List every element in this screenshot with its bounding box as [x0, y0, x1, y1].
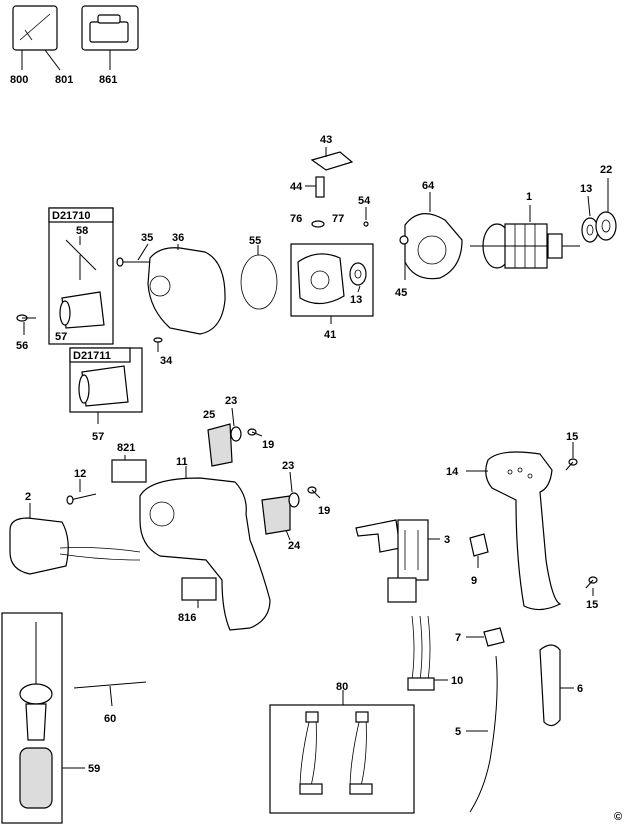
part-24 — [261, 495, 291, 535]
label-5: 5 — [455, 726, 461, 738]
box-label-d21711: D21711 — [73, 350, 111, 362]
part-34-screw — [153, 337, 163, 352]
part-2-field — [9, 517, 141, 575]
label-57-kit1: 57 — [55, 331, 67, 343]
part-861-case-box — [81, 5, 139, 51]
label-43: 43 — [320, 134, 332, 146]
label-22: 22 — [600, 164, 612, 176]
label-35: 35 — [141, 232, 153, 244]
label-80: 80 — [336, 681, 348, 693]
part-22-bearing — [595, 211, 617, 241]
label-23-top: 23 — [225, 395, 237, 407]
label-23-lower: 23 — [282, 460, 294, 472]
label-816: 816 — [178, 612, 196, 624]
label-7: 7 — [455, 632, 461, 644]
part-11-housing — [139, 477, 271, 631]
part-54 — [363, 221, 369, 227]
part-23-top — [230, 426, 242, 442]
part-60-depth-rod — [73, 681, 147, 689]
label-76: 76 — [290, 213, 302, 225]
label-19-lower: 19 — [318, 505, 330, 517]
label-800: 800 — [10, 74, 28, 86]
part-64-bearing-housing — [399, 213, 463, 280]
part-80-brushes-left — [299, 711, 323, 795]
label-19-top: 19 — [262, 439, 274, 451]
label-12: 12 — [74, 468, 86, 480]
part-36-gear-housing — [147, 247, 226, 335]
label-77: 77 — [332, 213, 344, 225]
part-58-chuck-key — [65, 239, 97, 280]
part-1-armature — [470, 223, 580, 269]
part-13-bearing — [581, 217, 599, 243]
part-19-top — [247, 428, 263, 437]
part-800-screwdriver-box — [12, 5, 58, 51]
label-15-bottom: 15 — [586, 599, 598, 611]
part-55-o-ring — [240, 254, 278, 310]
label-15-top: 15 — [566, 431, 578, 443]
label-45: 45 — [395, 287, 407, 299]
label-36: 36 — [172, 232, 184, 244]
label-44: 44 — [290, 181, 303, 193]
part-23-lower — [288, 492, 300, 508]
part-43 — [310, 151, 354, 171]
part-7-cable-clamp — [483, 627, 505, 647]
part-9-capacitor — [469, 533, 489, 557]
label-41: 41 — [324, 329, 336, 341]
label-57-kit2: 57 — [92, 431, 104, 443]
part-14-handle — [485, 451, 562, 611]
label-1: 1 — [526, 191, 532, 203]
part-12-screw — [66, 493, 97, 505]
part-57-keyed-chuck — [59, 291, 105, 329]
label-801: 801 — [55, 74, 73, 86]
label-64: 64 — [422, 180, 435, 192]
label-10: 10 — [451, 675, 463, 687]
label-861: 861 — [99, 74, 117, 86]
part-44 — [315, 176, 325, 198]
label-13-top: 13 — [580, 183, 592, 195]
box-label-d21710: D21710 — [52, 210, 91, 222]
part-10-brush-wires — [407, 615, 435, 691]
part-15-screw-top — [565, 458, 578, 471]
part-80-brushes-right — [349, 711, 373, 795]
part-41-housing — [297, 253, 345, 305]
label-11: 11 — [176, 456, 188, 468]
label-821: 821 — [117, 442, 135, 454]
part-56-screw — [16, 314, 36, 322]
label-24: 24 — [288, 540, 301, 552]
part-25 — [207, 423, 233, 467]
part-76-77 — [311, 220, 325, 228]
label-13-kit: 13 — [350, 294, 362, 306]
label-59: 59 — [88, 763, 100, 775]
label-2: 2 — [25, 491, 31, 503]
label-55: 55 — [249, 235, 261, 247]
copyright-mark: © — [614, 811, 622, 823]
label-25: 25 — [203, 409, 215, 421]
part-80-kit-box — [269, 704, 415, 814]
part-15-screw-bottom — [585, 576, 598, 589]
part-821-label — [111, 459, 147, 483]
label-34: 34 — [160, 355, 173, 367]
part-19-lower — [307, 486, 321, 499]
label-56: 56 — [16, 340, 28, 352]
label-3: 3 — [444, 534, 450, 546]
part-3-switch — [355, 519, 429, 603]
part-57-keyless-chuck — [78, 365, 129, 407]
part-6-cord-guard — [539, 644, 561, 727]
part-816-label — [181, 577, 217, 601]
part-13-kit-bearing — [349, 262, 367, 286]
part-59-side-handle — [19, 622, 53, 809]
label-60: 60 — [104, 713, 116, 725]
part-5-power-cord — [469, 655, 498, 813]
label-54: 54 — [358, 195, 371, 207]
label-58: 58 — [76, 225, 88, 237]
label-9: 9 — [471, 575, 477, 587]
label-6: 6 — [577, 683, 583, 695]
label-14: 14 — [446, 466, 459, 478]
part-35-screw — [116, 257, 152, 267]
